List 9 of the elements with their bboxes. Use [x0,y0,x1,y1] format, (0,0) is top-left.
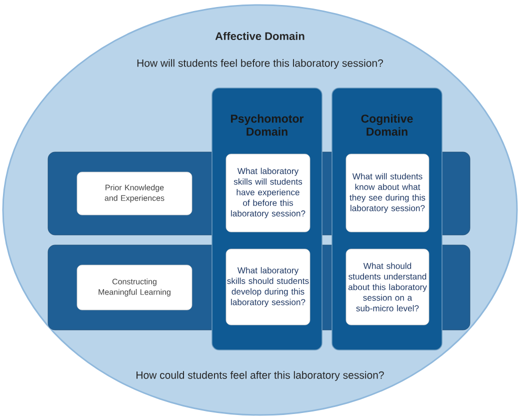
question-text: How could students feel after this laboratory session? [136,371,384,381]
text-box: What should students understand about this laboratory session on a sub-micro level? [346,248,430,326]
question-text: How will students feel before this laboratory session? [137,59,383,69]
text-box: What laboratory skills should students develop during this laboratory session? [226,248,310,326]
domain-title: Affective Domain [215,32,304,40]
text-box: Constructing Meaningful Learning [76,264,192,310]
text-box: What laboratory skills will students have experience of before this laboratory session? [226,154,310,232]
text-box: What will students know about what they see during this laboratory session? [346,154,430,232]
text-box: Prior Knowledge and Experiences [76,172,192,216]
